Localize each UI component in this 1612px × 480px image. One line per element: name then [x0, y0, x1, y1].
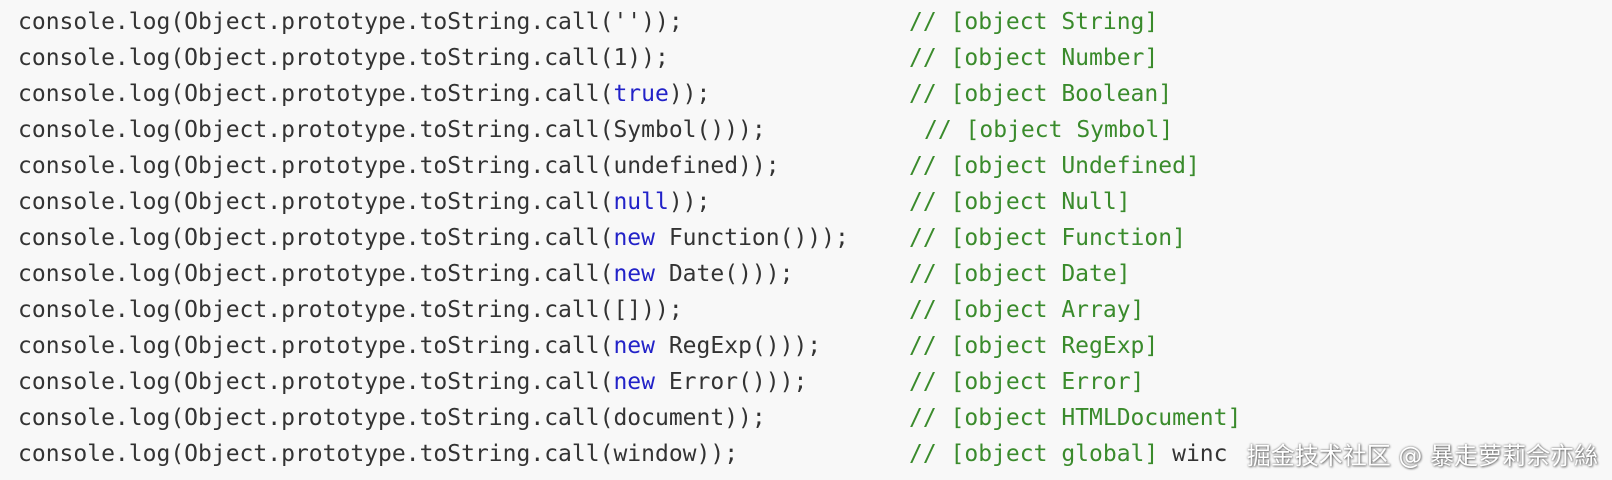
code-line-2: console.log(Object.prototype.toString.ca…: [18, 40, 1598, 76]
code-argument: []));: [613, 297, 683, 323]
code-argument: undefined));: [613, 153, 780, 179]
code-argument: Function()));: [654, 225, 849, 251]
comment-text: // [object Boolean]: [909, 81, 1173, 107]
code-line-11: console.log(Object.prototype.toString.ca…: [18, 364, 1598, 400]
code-argument: 1));: [613, 45, 669, 71]
comment-text: // [object HTMLDocument]: [909, 405, 1242, 431]
code-statement: console.log(Object.prototype.toString.ca…: [18, 220, 849, 256]
code-call: console.log(Object.prototype.toString.ca…: [18, 369, 614, 395]
comment-text: // [object Undefined]: [909, 153, 1200, 179]
code-comment: // [object Null]: [909, 184, 1131, 220]
code-argument: document));: [613, 405, 766, 431]
code-trailing-text: winc: [1158, 441, 1228, 467]
code-keyword: new: [613, 225, 655, 251]
code-statement: console.log(Object.prototype.toString.ca…: [18, 436, 738, 472]
watermark: 掘金技术社区 @ 暴走萝莉佘亦絲: [1246, 442, 1598, 470]
code-argument: Symbol()));: [613, 117, 766, 143]
code-comment: // [object Error]: [909, 364, 1144, 400]
code-call: console.log(Object.prototype.toString.ca…: [18, 441, 614, 467]
code-statement: console.log(Object.prototype.toString.ca…: [18, 40, 669, 76]
code-argument: Date()));: [654, 261, 794, 287]
code-keyword: new: [613, 333, 655, 359]
code-comment: // [object Boolean]: [909, 76, 1172, 112]
code-statement: console.log(Object.prototype.toString.ca…: [18, 400, 766, 436]
code-line-5: console.log(Object.prototype.toString.ca…: [18, 148, 1598, 184]
code-comment: // [object Symbol]: [924, 112, 1173, 148]
code-call: console.log(Object.prototype.toString.ca…: [18, 81, 614, 107]
code-argument: RegExp()));: [654, 333, 822, 359]
code-call: console.log(Object.prototype.toString.ca…: [18, 225, 614, 251]
code-comment: // [object RegExp]: [909, 328, 1158, 364]
code-comment: // [object Undefined]: [909, 148, 1200, 184]
comment-text: // [object RegExp]: [909, 333, 1159, 359]
code-argument: ''));: [613, 9, 683, 35]
code-keyword: new: [613, 261, 655, 287]
code-argument: ));: [668, 81, 711, 107]
comment-text: // [object Array]: [909, 297, 1145, 323]
code-line-7: console.log(Object.prototype.toString.ca…: [18, 220, 1598, 256]
comment-text: // [object Function]: [909, 225, 1186, 251]
code-line-6: console.log(Object.prototype.toString.ca…: [18, 184, 1598, 220]
code-call: console.log(Object.prototype.toString.ca…: [18, 117, 614, 143]
comment-text: // [object Error]: [909, 369, 1145, 395]
code-line-4: console.log(Object.prototype.toString.ca…: [18, 112, 1598, 148]
code-statement: console.log(Object.prototype.toString.ca…: [18, 4, 683, 40]
code-statement: console.log(Object.prototype.toString.ca…: [18, 184, 710, 220]
code-statement: console.log(Object.prototype.toString.ca…: [18, 112, 766, 148]
code-line-9: console.log(Object.prototype.toString.ca…: [18, 292, 1598, 328]
code-statement: console.log(Object.prototype.toString.ca…: [18, 364, 807, 400]
comment-text: // [object Number]: [909, 45, 1159, 71]
code-call: console.log(Object.prototype.toString.ca…: [18, 189, 614, 215]
code-call: console.log(Object.prototype.toString.ca…: [18, 45, 614, 71]
code-line-10: console.log(Object.prototype.toString.ca…: [18, 328, 1598, 364]
code-keyword: new: [613, 369, 655, 395]
code-comment: // [object Array]: [909, 292, 1144, 328]
code-statement: console.log(Object.prototype.toString.ca…: [18, 76, 710, 112]
code-comment: // [object global] winc: [909, 436, 1228, 472]
code-call: console.log(Object.prototype.toString.ca…: [18, 297, 614, 323]
code-statement: console.log(Object.prototype.toString.ca…: [18, 328, 821, 364]
comment-text: // [object Null]: [909, 189, 1131, 215]
code-statement: console.log(Object.prototype.toString.ca…: [18, 292, 683, 328]
code-statement: console.log(Object.prototype.toString.ca…: [18, 148, 780, 184]
code-line-13: console.log(Object.prototype.toString.ca…: [18, 436, 1598, 472]
code-line-1: console.log(Object.prototype.toString.ca…: [18, 4, 1598, 40]
code-statement: console.log(Object.prototype.toString.ca…: [18, 256, 793, 292]
code-keyword: null: [613, 189, 669, 215]
comment-text: // [object Date]: [909, 261, 1131, 287]
code-keyword: true: [613, 81, 669, 107]
code-call: console.log(Object.prototype.toString.ca…: [18, 153, 614, 179]
code-block: console.log(Object.prototype.toString.ca…: [18, 4, 1598, 472]
comment-text: // [object String]: [909, 9, 1159, 35]
code-argument: window));: [613, 441, 739, 467]
code-line-8: console.log(Object.prototype.toString.ca…: [18, 256, 1598, 292]
code-comment: // [object String]: [909, 4, 1158, 40]
code-call: console.log(Object.prototype.toString.ca…: [18, 405, 614, 431]
code-line-12: console.log(Object.prototype.toString.ca…: [18, 400, 1598, 436]
comment-text: // [object Symbol]: [924, 117, 1174, 143]
code-call: console.log(Object.prototype.toString.ca…: [18, 9, 614, 35]
code-comment: // [object Function]: [909, 220, 1186, 256]
comment-text: // [object global]: [909, 441, 1159, 467]
code-comment: // [object HTMLDocument]: [909, 400, 1241, 436]
code-line-3: console.log(Object.prototype.toString.ca…: [18, 76, 1598, 112]
code-argument: ));: [668, 189, 711, 215]
code-call: console.log(Object.prototype.toString.ca…: [18, 261, 614, 287]
code-argument: Error()));: [654, 369, 808, 395]
code-comment: // [object Number]: [909, 40, 1158, 76]
code-comment: // [object Date]: [909, 256, 1131, 292]
code-call: console.log(Object.prototype.toString.ca…: [18, 333, 614, 359]
